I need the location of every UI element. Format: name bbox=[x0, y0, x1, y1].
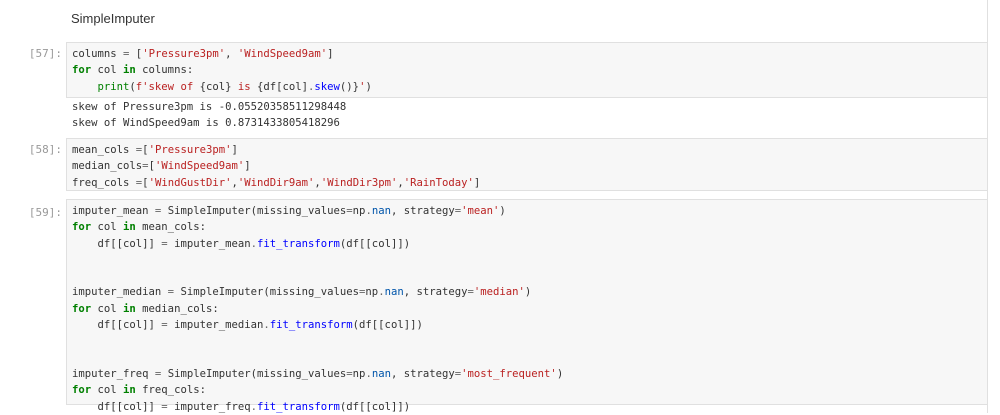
code-cell-57[interactable]: [57]: columns = ['Pressure3pm', 'WindSpe… bbox=[0, 42, 988, 132]
code-line: for col in mean_cols: bbox=[72, 221, 206, 234]
code-editor[interactable]: columns = ['Pressure3pm', 'WindSpeed9am'… bbox=[66, 42, 988, 98]
code-block: imputer_mean = SimpleImputer(missing_val… bbox=[72, 203, 982, 415]
code-line: imputer_freq = SimpleImputer(missing_val… bbox=[72, 367, 564, 380]
code-cell-59[interactable]: [59]: imputer_mean = SimpleImputer(missi… bbox=[0, 199, 988, 413]
code-line: for col in columns: bbox=[72, 64, 194, 77]
code-line: imputer_mean = SimpleImputer(missing_val… bbox=[72, 205, 506, 217]
cell-output: skew of Pressure3pm is -0.05520358511298… bbox=[72, 99, 346, 132]
code-block: mean_cols =['Pressure3pm'] median_cols=['… bbox=[72, 142, 982, 191]
code-line: print(f'skew of {col} is {df[col].skew()… bbox=[97, 80, 372, 93]
code-line bbox=[72, 252, 982, 268]
code-cell-58[interactable]: [58]: mean_cols =['Pressure3pm'] median_c… bbox=[0, 138, 988, 194]
code-editor[interactable]: mean_cols =['Pressure3pm'] median_cols=['… bbox=[66, 138, 988, 191]
code-line: for col in freq_cols: bbox=[72, 384, 206, 397]
code-line: df[[col]] = imputer_median.fit_transform… bbox=[72, 319, 423, 332]
cell-prompt: [59]: bbox=[28, 206, 62, 219]
code-line: mean_cols =['Pressure3pm'] bbox=[72, 144, 238, 156]
code-line: df[[col]] = imputer_mean.fit_transform(d… bbox=[72, 237, 411, 250]
code-line: df[[col]] = imputer_freq.fit_transform(d… bbox=[72, 400, 411, 413]
code-line bbox=[72, 333, 982, 349]
cell-prompt: [57]: bbox=[28, 47, 62, 60]
markdown-heading[interactable]: SimpleImputer bbox=[71, 11, 155, 26]
output-line: skew of Pressure3pm is -0.05520358511298… bbox=[72, 101, 347, 113]
code-line: for col in median_cols: bbox=[72, 302, 219, 315]
code-line bbox=[72, 350, 982, 366]
code-editor[interactable]: imputer_mean = SimpleImputer(missing_val… bbox=[66, 199, 988, 413]
code-line bbox=[72, 268, 982, 284]
code-line: median_cols=['WindSpeed9am'] bbox=[72, 160, 251, 173]
code-line: columns = ['Pressure3pm', 'WindSpeed9am'… bbox=[72, 48, 334, 60]
code-block: columns = ['Pressure3pm', 'WindSpeed9am'… bbox=[72, 46, 982, 95]
code-line: imputer_median = SimpleImputer(missing_v… bbox=[72, 286, 532, 299]
output-line: skew of WindSpeed9am is 0.87314338054182… bbox=[72, 117, 340, 130]
code-line: freq_cols =['WindGustDir','WindDir9am','… bbox=[72, 176, 481, 189]
cell-prompt: [58]: bbox=[28, 143, 62, 156]
